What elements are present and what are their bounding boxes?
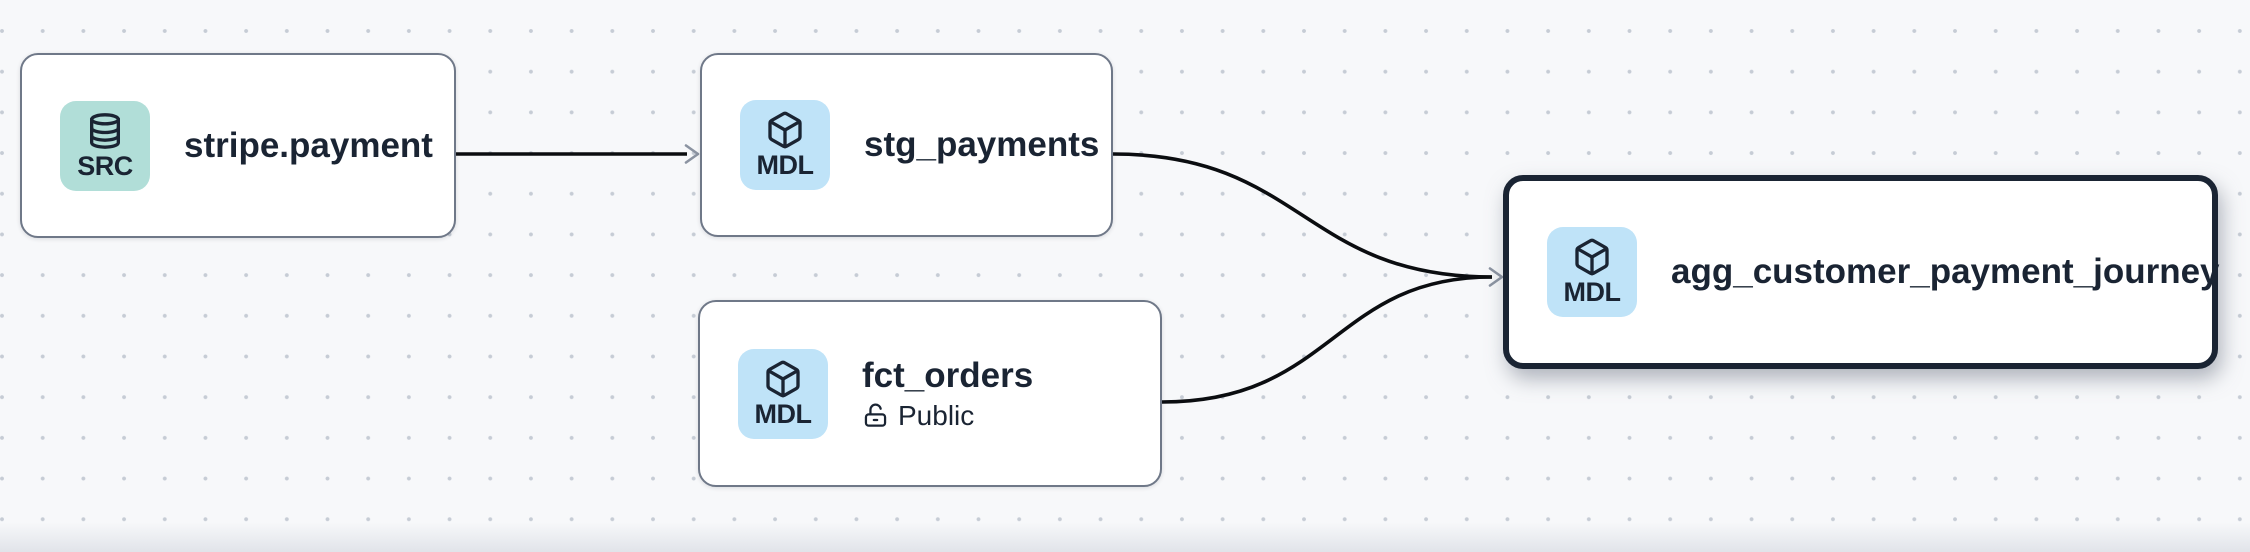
model-badge: MDL — [740, 100, 830, 190]
model-badge: MDL — [738, 348, 828, 439]
badge-label: SRC — [77, 150, 133, 181]
access-label: Public — [898, 399, 975, 431]
access-row: Public — [862, 398, 1033, 434]
model-badge: MDL — [1547, 227, 1637, 317]
node-stg-payments[interactable]: MDL stg_payments — [700, 53, 1113, 237]
badge-label: MDL — [756, 150, 814, 180]
database-icon — [90, 112, 121, 149]
node-title: stg_payments — [864, 125, 1100, 164]
badge-label: MDL — [754, 398, 812, 429]
cube-icon — [1575, 238, 1609, 276]
lock-open-icon — [864, 403, 887, 427]
edge-fct-orders-to-agg-customer-payment-journey — [1161, 275, 1493, 404]
node-stripe-payment[interactable]: SRC stripe.payment — [20, 53, 456, 238]
badge-label: MDL — [1563, 277, 1621, 307]
edge-stg-payments-to-agg-customer-payment-journey — [1112, 152, 1493, 279]
node-agg-customer-payment-journey[interactable]: MDL agg_customer_payment_journey — [1503, 175, 2220, 369]
node-title: agg_customer_payment_journey — [1671, 252, 2220, 291]
arrowhead-icon — [1488, 267, 1504, 287]
arrowhead-icon — [684, 144, 700, 164]
source-badge: SRC — [60, 100, 150, 191]
node-title: fct_orders — [862, 355, 1034, 395]
cube-icon — [766, 360, 800, 397]
cube-icon — [768, 111, 802, 149]
node-title: stripe.payment — [184, 125, 433, 165]
node-fct-orders[interactable]: MDL fct_orders Public — [698, 300, 1162, 487]
